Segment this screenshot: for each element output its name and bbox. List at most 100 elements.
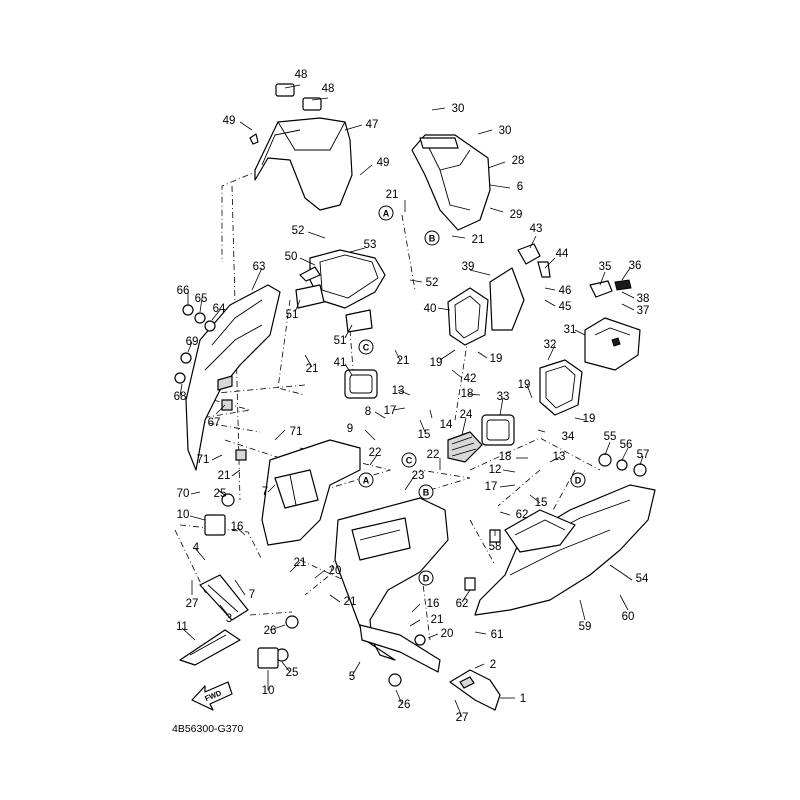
callout-labels: 48 48 47 49 49 30 30 28 6 29 21 21 43 44… bbox=[174, 69, 650, 724]
callout-50: 50 bbox=[285, 251, 298, 263]
callout-19: 19 bbox=[518, 379, 531, 391]
callout-62: 62 bbox=[516, 509, 529, 521]
callout-71: 71 bbox=[290, 426, 303, 438]
callout-70: 70 bbox=[177, 488, 190, 500]
callout-57: 57 bbox=[637, 449, 650, 461]
callout-25: 25 bbox=[286, 667, 299, 679]
part-panel-31 bbox=[584, 317, 641, 371]
callout-21: 21 bbox=[294, 557, 307, 569]
part-bracket-5 bbox=[359, 624, 441, 673]
marker-b: B bbox=[418, 484, 434, 500]
callout-43: 43 bbox=[530, 223, 543, 235]
callout-37: 37 bbox=[637, 305, 650, 317]
callout-53: 53 bbox=[364, 239, 377, 251]
callout-68: 68 bbox=[174, 391, 187, 403]
callout-19: 19 bbox=[490, 353, 503, 365]
callout-7: 7 bbox=[249, 589, 255, 601]
callout-28: 28 bbox=[512, 155, 525, 167]
callout-8: 8 bbox=[365, 406, 371, 418]
marker-c: C bbox=[358, 339, 374, 355]
callout-69: 69 bbox=[186, 336, 199, 348]
callout-32: 32 bbox=[544, 339, 557, 351]
callout-48: 48 bbox=[322, 83, 335, 95]
callout-44: 44 bbox=[556, 248, 569, 260]
callout-6: 6 bbox=[517, 181, 523, 193]
callout-25: 25 bbox=[214, 488, 227, 500]
callout-21: 21 bbox=[306, 363, 319, 375]
svg-text:C: C bbox=[363, 343, 370, 353]
callout-21: 21 bbox=[344, 596, 357, 608]
part-vent-frame-40 bbox=[447, 267, 525, 346]
callout-40: 40 bbox=[424, 303, 437, 315]
callout-33: 33 bbox=[497, 391, 510, 403]
callout-56: 56 bbox=[620, 439, 633, 451]
forward-arrow-icon: FWD bbox=[191, 681, 233, 711]
svg-text:D: D bbox=[423, 574, 430, 584]
callout-49: 49 bbox=[377, 157, 390, 169]
callout-19: 19 bbox=[430, 357, 443, 369]
callout-13: 13 bbox=[553, 451, 566, 463]
callout-47: 47 bbox=[366, 119, 379, 131]
callout-52: 52 bbox=[426, 277, 439, 289]
callout-21: 21 bbox=[472, 234, 485, 246]
callout-21: 21 bbox=[218, 470, 231, 482]
callout-59: 59 bbox=[579, 621, 592, 633]
callout-51: 51 bbox=[334, 335, 347, 347]
callout-2: 2 bbox=[490, 659, 496, 671]
callout-58: 58 bbox=[489, 541, 502, 553]
callout-64: 64 bbox=[213, 303, 226, 315]
callout-18: 18 bbox=[461, 388, 474, 400]
callout-20: 20 bbox=[329, 565, 342, 577]
callout-42: 42 bbox=[464, 373, 477, 385]
callout-19: 19 bbox=[583, 413, 596, 425]
svg-text:B: B bbox=[429, 234, 436, 244]
callout-63: 63 bbox=[253, 261, 266, 273]
callout-66: 66 bbox=[177, 285, 190, 297]
part-side-cover-right-54 bbox=[474, 484, 656, 616]
callout-9: 9 bbox=[347, 423, 353, 435]
part-grommets-41-33 bbox=[344, 369, 515, 446]
callout-23: 23 bbox=[412, 470, 425, 482]
callout-22: 22 bbox=[427, 449, 440, 461]
callout-60: 60 bbox=[622, 611, 635, 623]
callout-21: 21 bbox=[431, 614, 444, 626]
callout-21: 21 bbox=[397, 355, 410, 367]
leader-lines bbox=[179, 84, 644, 718]
callout-35: 35 bbox=[599, 261, 612, 273]
callout-51: 51 bbox=[286, 309, 299, 321]
callout-3: 3 bbox=[226, 613, 232, 625]
part-pads-51 bbox=[295, 284, 373, 333]
part-rail-3 bbox=[199, 574, 249, 621]
part-inner-cover-top bbox=[249, 83, 353, 211]
callout-61: 61 bbox=[491, 629, 504, 641]
callout-48: 48 bbox=[295, 69, 308, 81]
marker-b: B bbox=[424, 230, 440, 246]
callout-38: 38 bbox=[637, 293, 650, 305]
part-rail-11 bbox=[179, 629, 241, 666]
callout-1: 1 bbox=[520, 693, 526, 705]
callout-55: 55 bbox=[604, 431, 617, 443]
callout-52: 52 bbox=[292, 225, 305, 237]
callout-30: 30 bbox=[452, 103, 465, 115]
callout-65: 65 bbox=[195, 293, 208, 305]
callout-39: 39 bbox=[462, 261, 475, 273]
callout-17: 17 bbox=[485, 481, 498, 493]
marker-a: A bbox=[358, 472, 374, 488]
callout-13: 13 bbox=[392, 385, 405, 397]
callout-46: 46 bbox=[559, 285, 572, 297]
part-inner-panel-right-top bbox=[411, 134, 491, 231]
diagram-code: 4B56300-G370 bbox=[172, 723, 243, 735]
callout-45: 45 bbox=[559, 301, 572, 313]
callout-71: 71 bbox=[197, 454, 210, 466]
part-strap-1 bbox=[449, 669, 501, 711]
reference-markers: A B C C A B D D bbox=[358, 205, 586, 586]
callout-5: 5 bbox=[349, 671, 355, 683]
callout-17: 17 bbox=[384, 405, 397, 417]
part-footrest-24 bbox=[447, 431, 483, 463]
callout-22: 22 bbox=[369, 447, 382, 459]
callout-20: 20 bbox=[441, 628, 454, 640]
callout-54: 54 bbox=[636, 573, 649, 585]
callout-11: 11 bbox=[176, 621, 188, 633]
callout-29: 29 bbox=[510, 209, 523, 221]
